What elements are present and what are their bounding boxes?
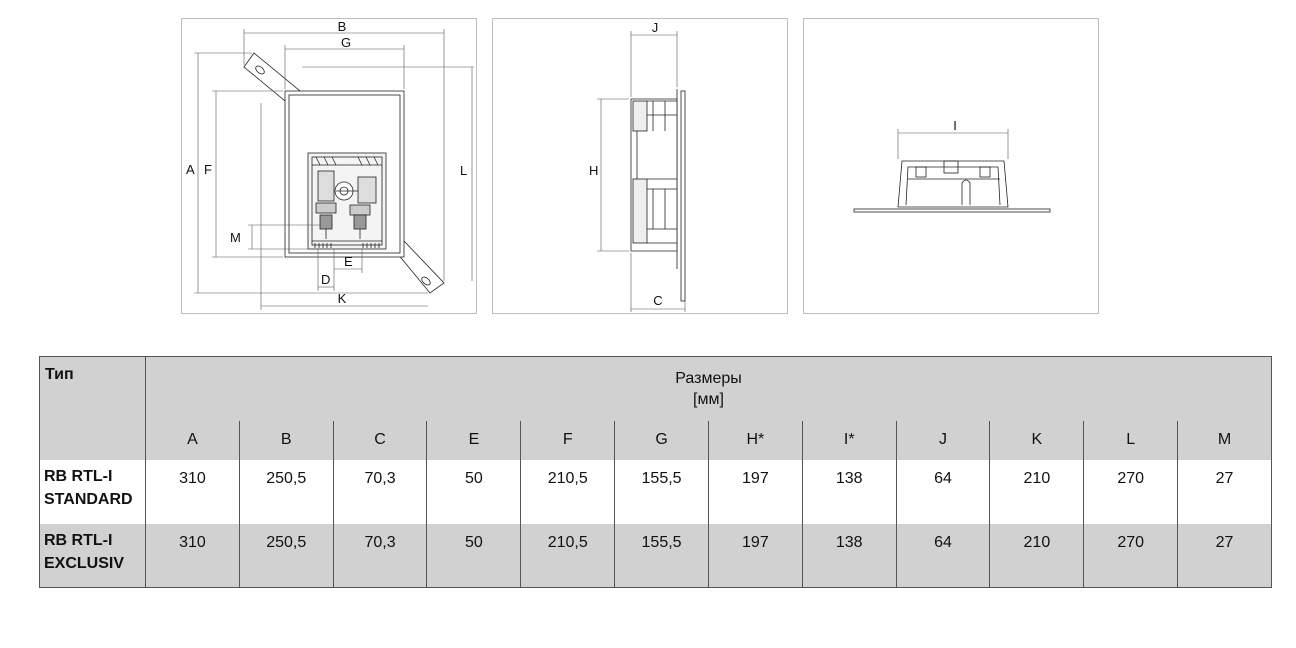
dim-label-b: B <box>338 19 347 34</box>
pipe-connector-left <box>319 214 333 230</box>
table-cell: 70,3 <box>333 523 428 588</box>
table-cell: 138 <box>802 459 897 524</box>
valve-body-left <box>317 170 335 202</box>
table-cell: 250,5 <box>239 523 334 588</box>
table-cell: 197 <box>708 523 803 588</box>
table-cell: 310 <box>145 523 240 588</box>
front-view-drawing: B G A F L K M D E <box>181 18 477 314</box>
table-cell: 70,3 <box>333 459 428 524</box>
top-view-drawing: I <box>803 18 1099 314</box>
dimensions-units: [мм] <box>693 391 724 408</box>
table-cell: 50 <box>426 523 522 588</box>
dim-label-a: A <box>186 162 195 177</box>
table-cell: 27 <box>1215 469 1234 487</box>
column-header: L <box>1083 420 1179 460</box>
type-header: Тип <box>39 356 146 460</box>
dim-label-l: L <box>460 163 467 178</box>
table-cell: 64 <box>896 523 991 588</box>
dimensions-table: Тип Размеры [мм] A B C E F G H* I* J K L… <box>39 356 1272 588</box>
bracket-slot <box>421 276 431 286</box>
column-header: E <box>426 420 522 460</box>
front-view-svg: B G A F L K M D E <box>186 19 474 310</box>
table-cell: 310 <box>145 459 240 524</box>
row-type-line2: EXCLUSIV <box>44 554 125 572</box>
inner-frame <box>288 94 401 254</box>
flange-plate <box>680 90 686 302</box>
dim-label-h: H <box>589 163 598 178</box>
row-type: RB RTL-I EXCLUSIV <box>39 523 146 588</box>
table-row: RB RTL-I STANDARD 310 250,5 70,3 50 210,… <box>39 459 1272 524</box>
pipe-connector-right <box>353 214 367 230</box>
top-view-svg: I <box>853 118 1051 213</box>
column-header: F <box>520 420 616 460</box>
valve-box-inner <box>311 156 383 246</box>
center-slot <box>961 179 971 205</box>
dimensions-title-line1: Размеры <box>675 370 742 387</box>
dim-label-c: C <box>653 293 662 308</box>
dim-label-m: M <box>230 230 241 245</box>
table-cell: 210 <box>989 459 1085 524</box>
dim-label-f: F <box>204 162 212 177</box>
table-cell: 210,5 <box>520 459 616 524</box>
table-title-row: Тип Размеры [мм] <box>39 356 1272 460</box>
dim-label-k: K <box>338 291 347 306</box>
column-header: I* <box>802 420 897 460</box>
column-header: M <box>1177 420 1272 460</box>
column-header: H* <box>708 420 803 460</box>
row-type: RB RTL-I STANDARD <box>39 459 146 524</box>
table-cell: 197 <box>708 459 803 524</box>
table-cell: 270 <box>1083 523 1179 588</box>
table-cell: 50 <box>426 459 522 524</box>
column-header: C <box>333 420 428 460</box>
dim-label-j: J <box>652 20 659 35</box>
row-type-line1: RB RTL-I <box>44 467 113 485</box>
table-cell: 155,5 <box>614 523 709 588</box>
row-type-line1: RB RTL-I <box>44 531 113 549</box>
dim-label-d: D <box>321 272 330 287</box>
column-header: G <box>614 420 709 460</box>
base-flange <box>853 208 1051 213</box>
table-cell: 64 <box>896 459 991 524</box>
table-cell: 210 <box>989 523 1085 588</box>
column-header: J <box>896 420 991 460</box>
table-cell: 210,5 <box>520 523 616 588</box>
row-type-line2: STANDARD <box>44 490 133 508</box>
table-cell: 138 <box>802 523 897 588</box>
table-column-headers: A B C E F G H* I* J K L M <box>40 420 1272 460</box>
table-cell: 250,5 <box>239 459 334 524</box>
side-view-svg: J C H <box>589 20 686 312</box>
side-view-drawing: J C H <box>492 18 788 314</box>
column-header: B <box>239 420 334 460</box>
dim-label-e: E <box>344 254 353 269</box>
table-cell: 27 <box>1215 533 1234 551</box>
table-cell: 270 <box>1083 459 1179 524</box>
table-row: RB RTL-I EXCLUSIV 310 250,5 70,3 50 210,… <box>39 523 1272 588</box>
dimensions-title: Размеры [мм] <box>145 356 1272 421</box>
box-body-top <box>897 160 1009 208</box>
valve-body-right <box>357 176 377 204</box>
bracket-slot <box>255 65 265 75</box>
dim-label-g: G <box>341 35 351 50</box>
dim-label-i: I <box>953 118 957 133</box>
column-header: A <box>145 420 240 460</box>
table-cell: 155,5 <box>614 459 709 524</box>
column-header: K <box>989 420 1085 460</box>
